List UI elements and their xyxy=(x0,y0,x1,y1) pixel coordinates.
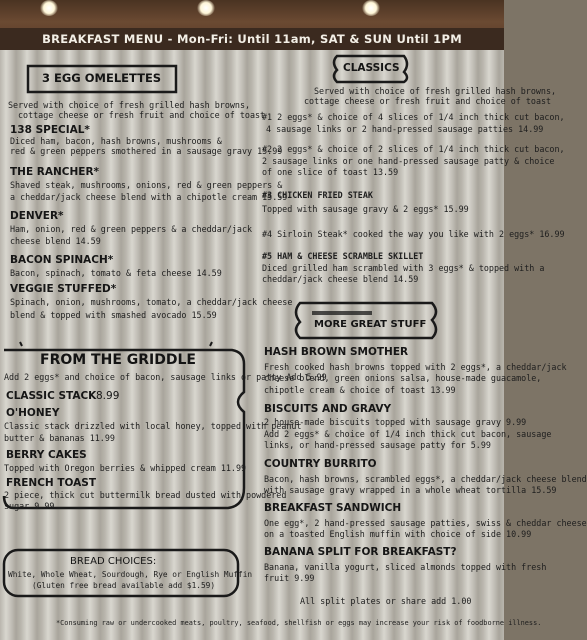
menu-item-description: links, or hand-pressed sausage patty for… xyxy=(264,440,491,450)
fork-icon xyxy=(312,311,372,315)
menu-item-description: blend & topped with smashed avocado 15.5… xyxy=(10,310,217,320)
menu-item-name: BACON SPINACH* xyxy=(10,254,114,266)
menu-item-description: cheddar/jack cheese blend 14.59 xyxy=(262,274,419,284)
menu-item-description: of one slice of toast 13.59 xyxy=(262,167,399,177)
menu-item-description: 2 sausage links or one hand-pressed saus… xyxy=(262,156,555,166)
light-icon xyxy=(362,0,380,16)
menu-item-description: fruit 9.99 xyxy=(264,573,315,583)
menu-item-description: Bacon, spinach, tomato & feta cheese 14.… xyxy=(10,268,222,278)
menu-item-name: CLASSIC STACK xyxy=(6,390,97,402)
omelettes-intro: cottage cheese or fresh fruit and choice… xyxy=(18,110,266,120)
classics-intro: Served with choice of fresh grilled hash… xyxy=(314,86,557,96)
bread-choices-list: White, Whole Wheat, Sourdough, Rye or En… xyxy=(8,570,253,579)
menu-item-description: a cheddar/jack cheese blend with a chipo… xyxy=(10,192,288,202)
menu-item-name: #3 CHICKEN FRIED STEAK xyxy=(262,190,373,200)
menu-header-title: BREAKFAST MENU - Mon-Fri: Until 11am, SA… xyxy=(42,32,462,46)
menu-item-description: Topped with Oregon berries & whipped cre… xyxy=(4,463,247,473)
menu-item-description: Fresh cooked hash browns topped with 2 e… xyxy=(264,362,567,372)
menu-item-description: Diced ham, bacon, hash browns, mushrooms… xyxy=(10,136,222,146)
menu-item-name: BANANA SPLIT FOR BREAKFAST? xyxy=(264,546,457,558)
menu-item-name: DENVER* xyxy=(10,210,64,222)
menu-item-description: 2 house-made biscuits topped with sausag… xyxy=(264,417,527,427)
menu-item-name: VEGGIE STUFFED* xyxy=(10,283,117,295)
menu-item-description: butter & bananas 11.99 xyxy=(4,433,115,443)
menu-item-description: with sausage gravy wrapped in a whole wh… xyxy=(264,485,557,495)
classics-title: CLASSICS xyxy=(343,62,400,74)
light-icon xyxy=(197,0,215,16)
menu-item-name: COUNTRY BURRITO xyxy=(264,458,377,470)
menu-item-description: sugar 9.99 xyxy=(4,501,55,511)
omelettes-title: 3 EGG OMELETTES xyxy=(42,71,162,85)
menu-item-name: FRENCH TOAST xyxy=(6,477,97,489)
menu-item-description: cheese blend, green onions salsa, house-… xyxy=(264,373,542,383)
griddle-title: FROM THE GRIDDLE xyxy=(40,352,196,368)
menu-item-description: Diced grilled ham scrambled with 3 eggs*… xyxy=(262,263,545,273)
menu-item-name: BERRY CAKES xyxy=(6,449,87,461)
section-frames xyxy=(2,54,438,598)
menu-item-description: 2 piece, thick cut buttermilk bread dust… xyxy=(4,490,287,500)
menu-item-description: Spinach, onion, mushrooms, tomato, a che… xyxy=(10,297,293,307)
menu-item-name: HASH BROWN SMOTHER xyxy=(264,346,409,358)
more-great-stuff-title: MORE GREAT STUFF xyxy=(314,319,427,330)
menu-item-name: 138 SPECIAL* xyxy=(10,124,90,136)
food-safety-warning: *Consuming raw or undercooked meats, pou… xyxy=(56,619,542,627)
menu-item-name: O'HONEY xyxy=(6,407,60,419)
menu-item-description: Classic stack drizzled with local honey,… xyxy=(4,421,302,431)
menu-item-description: Banana, vanilla yogurt, sliced almonds t… xyxy=(264,562,547,572)
menu-item-description: Bacon, hash browns, scrambled eggs*, a c… xyxy=(264,474,587,484)
menu-item-name: #5 HAM & CHEESE SCRAMBLE SKILLET xyxy=(262,251,424,261)
menu-item-name: BREAKFAST SANDWICH xyxy=(264,502,402,514)
menu-item-description: #4 Sirloin Steak* cooked the way you lik… xyxy=(262,229,565,239)
menu-item-description: chipotle cream & choice of toast 13.99 xyxy=(264,385,456,395)
menu-item-description: #2 2 eggs* & choice of 2 slices of 1/4 i… xyxy=(262,144,565,154)
split-plate-note: All split plates or share add 1.00 xyxy=(300,596,472,606)
menu-item-description: on a toasted English muffin with choice … xyxy=(264,529,532,539)
header-band xyxy=(0,28,504,50)
menu-item-description: red & green peppers smothered in a sausa… xyxy=(10,146,283,156)
menu-item-description: Shaved steak, mushrooms, onions, red & g… xyxy=(10,180,283,190)
menu-item-description: #1 2 eggs* & choice of 4 slices of 1/4 i… xyxy=(262,112,565,122)
bread-choices-title: BREAD CHOICES: xyxy=(70,556,157,567)
menu-item-description: One egg*, 2 hand-pressed sausage patties… xyxy=(264,518,587,528)
menu-item-description: Ham, onion, red & green peppers & a ched… xyxy=(10,224,253,234)
omelettes-intro: Served with choice of fresh grilled hash… xyxy=(8,100,251,110)
menu-item-description: cheese blend 14.59 xyxy=(10,236,101,246)
light-icon xyxy=(40,0,58,16)
menu-item-description: Add 2 eggs* & choice of 1/4 inch thick c… xyxy=(264,429,552,439)
menu-item-description: 4 sausage links or 2 hand-pressed sausag… xyxy=(266,124,544,134)
bread-choices-note: (Gluten free bread available add $1.59) xyxy=(32,581,216,590)
menu-item-name: THE RANCHER* xyxy=(10,166,100,178)
classics-intro: cottage cheese or fresh fruit and choice… xyxy=(304,96,552,106)
griddle-intro: Add 2 eggs* and choice of bacon, sausage… xyxy=(4,372,327,382)
menu-item-name: BISCUITS AND GRAVY xyxy=(264,403,392,415)
menu-item-description: Topped with sausage gravy & 2 eggs* 15.9… xyxy=(262,204,469,214)
menu-item-price: 8.99 xyxy=(96,390,120,402)
